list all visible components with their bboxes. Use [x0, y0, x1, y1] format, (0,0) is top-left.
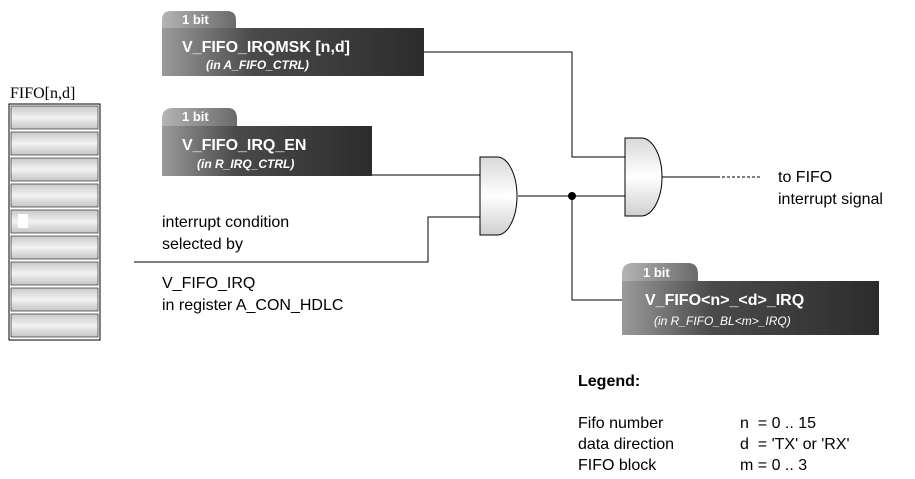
register-irqmsk: 1 bit V_FIFO_IRQMSK [n,d] (in A_FIFO_CTR…	[162, 11, 424, 76]
register-irq-en-name: V_FIFO_IRQ_EN	[182, 137, 306, 154]
fifo-cell	[10, 313, 99, 338]
register-irq-en-location: (in R_IRQ_CTRL)	[197, 157, 294, 171]
fifo-stack	[8, 103, 101, 341]
register-irqmsk-location: (in A_FIFO_CTRL)	[206, 58, 309, 72]
condition-line-2: selected by	[162, 236, 243, 253]
legend-label-n: Fifo number	[578, 415, 664, 432]
condition-line-4: in register A_CON_HDLC	[162, 297, 343, 314]
and-gate-2	[624, 137, 663, 217]
junction-dot	[568, 192, 576, 200]
fifo-cell	[10, 287, 99, 312]
wire-irqmsk	[424, 51, 625, 158]
output-line-2: interrupt signal	[778, 191, 883, 208]
register-irq-en-bits: 1 bit	[182, 109, 209, 124]
legend-value-m: m = 0 .. 3	[740, 457, 807, 474]
register-fifo-irq: 1 bit V_FIFO<n>_<d>_IRQ (in R_FIFO_BL<m>…	[622, 263, 879, 335]
register-fifo-irq-name: V_FIFO<n>_<d>_IRQ	[645, 292, 804, 309]
legend-title: Legend:	[578, 373, 640, 390]
wire-condition	[134, 216, 480, 263]
legend-label-m: FIFO block	[578, 457, 657, 474]
condition-line-1: interrupt condition	[162, 214, 289, 231]
register-irqmsk-name: V_FIFO_IRQMSK [n,d]	[182, 39, 350, 56]
legend-value-d: d = 'TX' or 'RX'	[740, 436, 850, 453]
legend-value-n: n = 0 .. 15	[740, 415, 816, 432]
condition-line-3: V_FIFO_IRQ	[162, 275, 255, 292]
register-fifo-irq-bits: 1 bit	[643, 265, 670, 280]
wires	[134, 51, 762, 301]
fifo-cell	[10, 235, 99, 260]
register-irqmsk-bits: 1 bit	[182, 12, 209, 27]
fifo-cell	[10, 261, 99, 286]
fifo-cell	[10, 183, 99, 208]
fifo-cell	[10, 209, 99, 234]
fifo-label: FIFO[n,d]	[10, 85, 75, 102]
legend: Legend: Fifo number n = 0 .. 15 data dir…	[578, 373, 850, 474]
wire-branch	[571, 196, 622, 301]
fifo-cell	[10, 157, 99, 182]
output-line-1: to FIFO	[778, 169, 832, 186]
fifo-cell	[10, 131, 99, 156]
legend-label-d: data direction	[578, 436, 674, 453]
and-gate-1	[479, 156, 518, 236]
register-fifo-irq-location: (in R_FIFO_BL<m>_IRQ)	[654, 314, 791, 328]
register-irq-en: 1 bit V_FIFO_IRQ_EN (in R_IRQ_CTRL)	[162, 108, 372, 176]
fifo-cell	[10, 105, 99, 130]
